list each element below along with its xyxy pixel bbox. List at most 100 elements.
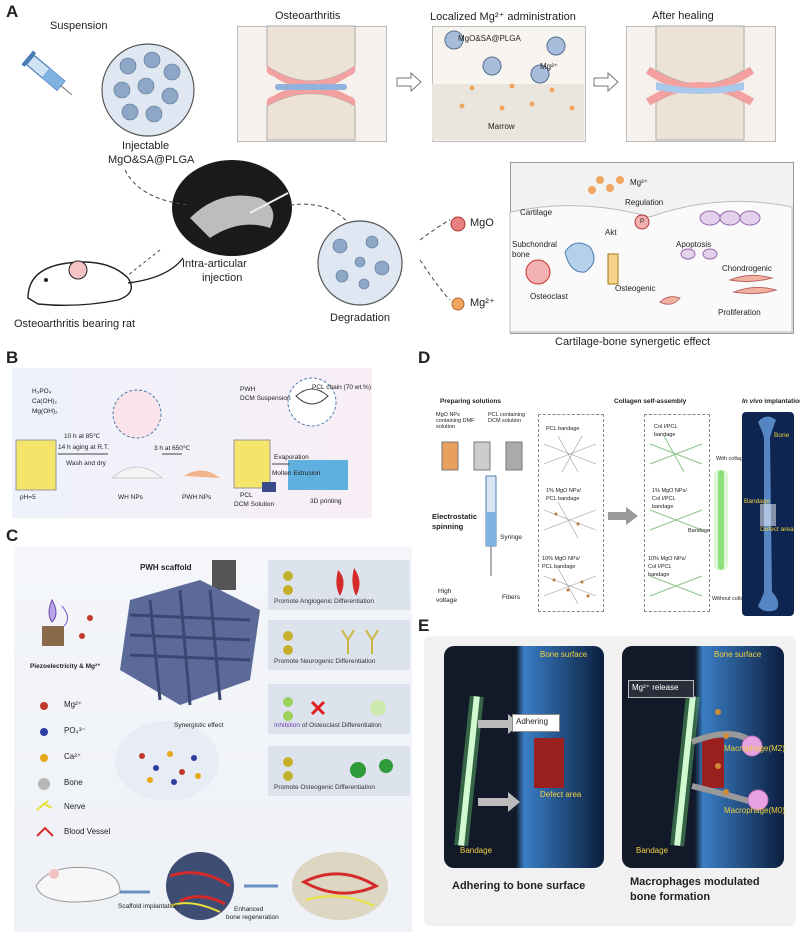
b-pcl-dcm-2: DCM Solution xyxy=(234,501,275,508)
e-caption-2a: Macrophages modulated xyxy=(630,876,760,888)
b-pcl-chain: PCL chain (70 wt.%) xyxy=(312,384,372,391)
a-intra-2: injection xyxy=(202,272,243,284)
c-inhib-row xyxy=(268,684,410,734)
legend-mg-dot xyxy=(40,702,48,710)
panel-label-a: A xyxy=(6,2,19,21)
syringe-icon xyxy=(485,475,497,576)
arrow-right-icon xyxy=(593,71,619,93)
d-mgo-nps: MgO NPs containing DMF solution xyxy=(436,412,475,430)
a-subchondral-1: Subchondral xyxy=(512,240,557,249)
e-mg-release: Mg²⁺ release xyxy=(632,683,679,692)
d-bandage-column xyxy=(538,414,604,612)
synergy-scene xyxy=(509,176,793,333)
d-hv-1: High xyxy=(438,588,452,595)
c-synergistic-label: Synergistic effect xyxy=(174,722,224,729)
c-neuro-label: Promote Neurogenic Differentiation xyxy=(274,658,376,665)
b-step4: 3 h at 650℃ xyxy=(154,445,191,452)
d-collagen-column xyxy=(644,414,710,612)
d-fibers: Fibers xyxy=(502,594,521,601)
legend-vessel-icon xyxy=(36,826,54,837)
arrow-right-icon xyxy=(608,507,638,525)
a-mg2b-label: Mg²⁺ xyxy=(470,297,495,309)
b-flow-scene xyxy=(15,377,348,492)
b-pwh-dcm-1: PWH xyxy=(240,386,256,393)
a-mg2-label: Mg²⁺ xyxy=(540,62,558,71)
scaffold-cube xyxy=(120,560,260,706)
d-femur xyxy=(758,416,779,612)
c-inhib-b: of Osteoclast Differentiation xyxy=(300,722,382,729)
b-ph: pH=5 xyxy=(20,494,36,501)
a-rat-label: Osteoarthritis bearing rat xyxy=(14,318,136,330)
legend-vessel-label: Blood Vessel xyxy=(64,827,111,836)
panel-label-e: E xyxy=(418,616,430,635)
b-caoh2: Ca(OH)₂ xyxy=(32,398,57,405)
d-es-1: Electrostatic xyxy=(432,512,478,521)
a-injectable-1: Injectable xyxy=(122,140,170,152)
a-injectable-2: MgO&SA@PLGA xyxy=(108,154,195,166)
e-bone-surface-2: Bone surface xyxy=(714,650,762,659)
d-col3-2: Col I/PCL xyxy=(648,564,672,570)
d-with-col: With collagen xyxy=(716,456,750,462)
b-printing: 3D printing xyxy=(310,498,342,505)
c-implant-scene xyxy=(35,852,388,920)
d-col3-1: 10% MgO NPs/ xyxy=(648,556,686,562)
a-mgo-label: MgO xyxy=(470,217,494,229)
e-bone-surface-1: Bone surface xyxy=(540,650,588,659)
a-p-label: P xyxy=(640,218,645,225)
d-es-2: spinning xyxy=(432,522,464,531)
e-adhering-box xyxy=(512,714,560,732)
d-b10-1: 10% MgO NPs/ xyxy=(542,556,580,562)
c-enhanced-2: bone regeneration xyxy=(226,914,279,921)
d-b1-2: PCL bandage xyxy=(546,496,580,502)
legend-po4-label: PO₄³⁻ xyxy=(64,726,86,735)
localized-scene xyxy=(432,30,584,140)
b-mgoh2: Mg(OH)₂ xyxy=(32,408,58,415)
legend-mg-label: Mg²⁺ xyxy=(64,700,82,709)
b-molten: Molten Extrusion xyxy=(272,470,321,477)
legend-bone-dot xyxy=(38,778,50,790)
c-outcome-icons xyxy=(283,568,393,781)
degradation-circle xyxy=(317,220,403,306)
a-akt-label: Akt xyxy=(605,228,617,237)
e-caption-1: Adhering to bone surface xyxy=(452,880,586,892)
panel-label-b: B xyxy=(6,348,19,367)
d-bandage: Bandage xyxy=(688,528,711,534)
d-collagen: Collagen self-assembly xyxy=(614,398,687,405)
b-wh: WH NPs xyxy=(118,494,143,501)
e-adhering: Adhering xyxy=(516,717,549,726)
d-collagen-meshes xyxy=(649,435,703,597)
b-evap: Evaporation xyxy=(274,454,309,461)
legend-nerve-icon xyxy=(36,800,53,811)
mg2-dot xyxy=(451,297,465,311)
d-pcl-cont: PCL containing DCM solution xyxy=(488,412,526,424)
a-regulation-label: Regulation xyxy=(625,198,664,207)
panel-label-d: D xyxy=(418,348,431,367)
a-degradation-label: Degradation xyxy=(330,312,390,324)
panel-label-c: C xyxy=(6,526,19,545)
mgo-dot xyxy=(450,216,466,232)
b-pcl-dcm-1: PCL xyxy=(240,492,253,499)
d-in-vivo: In vivo implantation xyxy=(742,398,800,405)
e-right-scene xyxy=(670,695,769,847)
d-col2-3: bandage xyxy=(652,504,674,510)
c-scaffold-label: PWH scaffold xyxy=(140,563,192,572)
d-col2-1: 1% MgO NPs/ xyxy=(652,488,687,494)
a-mg2c-label: Mg²⁺ xyxy=(630,178,648,187)
a-after-healing-title: After healing xyxy=(652,10,714,22)
xray-image xyxy=(172,160,292,256)
b-step1: 10 h at 85℃ xyxy=(64,433,101,440)
a-proliferation-label: Proliferation xyxy=(718,308,761,317)
b-pwh: PWH NPs xyxy=(182,494,212,501)
a-suspension-label: Suspension xyxy=(50,20,108,32)
d-col1: Col I/PCL xyxy=(654,424,678,430)
a-intra-1: Intra-articular xyxy=(182,258,247,270)
arrow-right-icon xyxy=(396,71,422,93)
c-osteo-label: Promote Osteogenic Differentiation xyxy=(274,784,376,791)
c-implant-label: Scaffold implantation xyxy=(118,903,179,910)
a-apoptosis-label: Apoptosis xyxy=(676,240,712,249)
legend-ca-dot xyxy=(40,754,48,762)
healed-joint xyxy=(645,25,755,141)
d-col3-3: bandage xyxy=(648,572,670,578)
d-without-col: Without collagen xyxy=(712,596,753,602)
d-b1-1: 1% MgO NPs/ xyxy=(546,488,581,494)
